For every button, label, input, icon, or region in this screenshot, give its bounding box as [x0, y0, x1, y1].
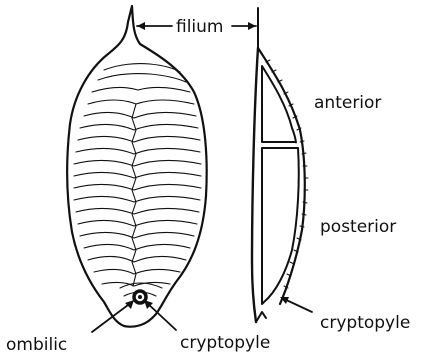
anterior-label: anterior	[314, 93, 381, 113]
side-cryptopyle-label: cryptopyle	[320, 313, 410, 333]
ombilic-callout: ombilic	[6, 300, 134, 355]
posterior-chamber	[262, 148, 299, 304]
side-cryptopyle-callout: cryptopyle	[280, 297, 410, 333]
filium-callout: filium	[137, 17, 256, 37]
central-seam	[132, 104, 136, 286]
filium-arrowhead-left	[137, 22, 145, 30]
posterior-label: posterior	[320, 217, 396, 237]
capsule-side-view	[252, 8, 308, 322]
filium-label: filium	[176, 17, 224, 37]
filium-arrowhead-right	[248, 22, 256, 30]
capsule-front-view	[67, 6, 206, 327]
bottom-cryptopyle-label: cryptopyle	[180, 333, 270, 353]
ombilic-arrow	[92, 302, 132, 332]
cryptopyle-pore	[138, 295, 142, 299]
ombilic-label: ombilic	[6, 335, 67, 355]
side-outer-left	[252, 48, 258, 322]
capsule-outline	[67, 6, 206, 327]
side-teeth	[266, 60, 308, 288]
ridge-lines	[74, 64, 201, 286]
side-cryptopyle-slit	[256, 312, 266, 322]
bottom-cryptopyle-callout: cryptopyle	[144, 300, 270, 353]
ombilic-arrowhead	[125, 300, 134, 309]
